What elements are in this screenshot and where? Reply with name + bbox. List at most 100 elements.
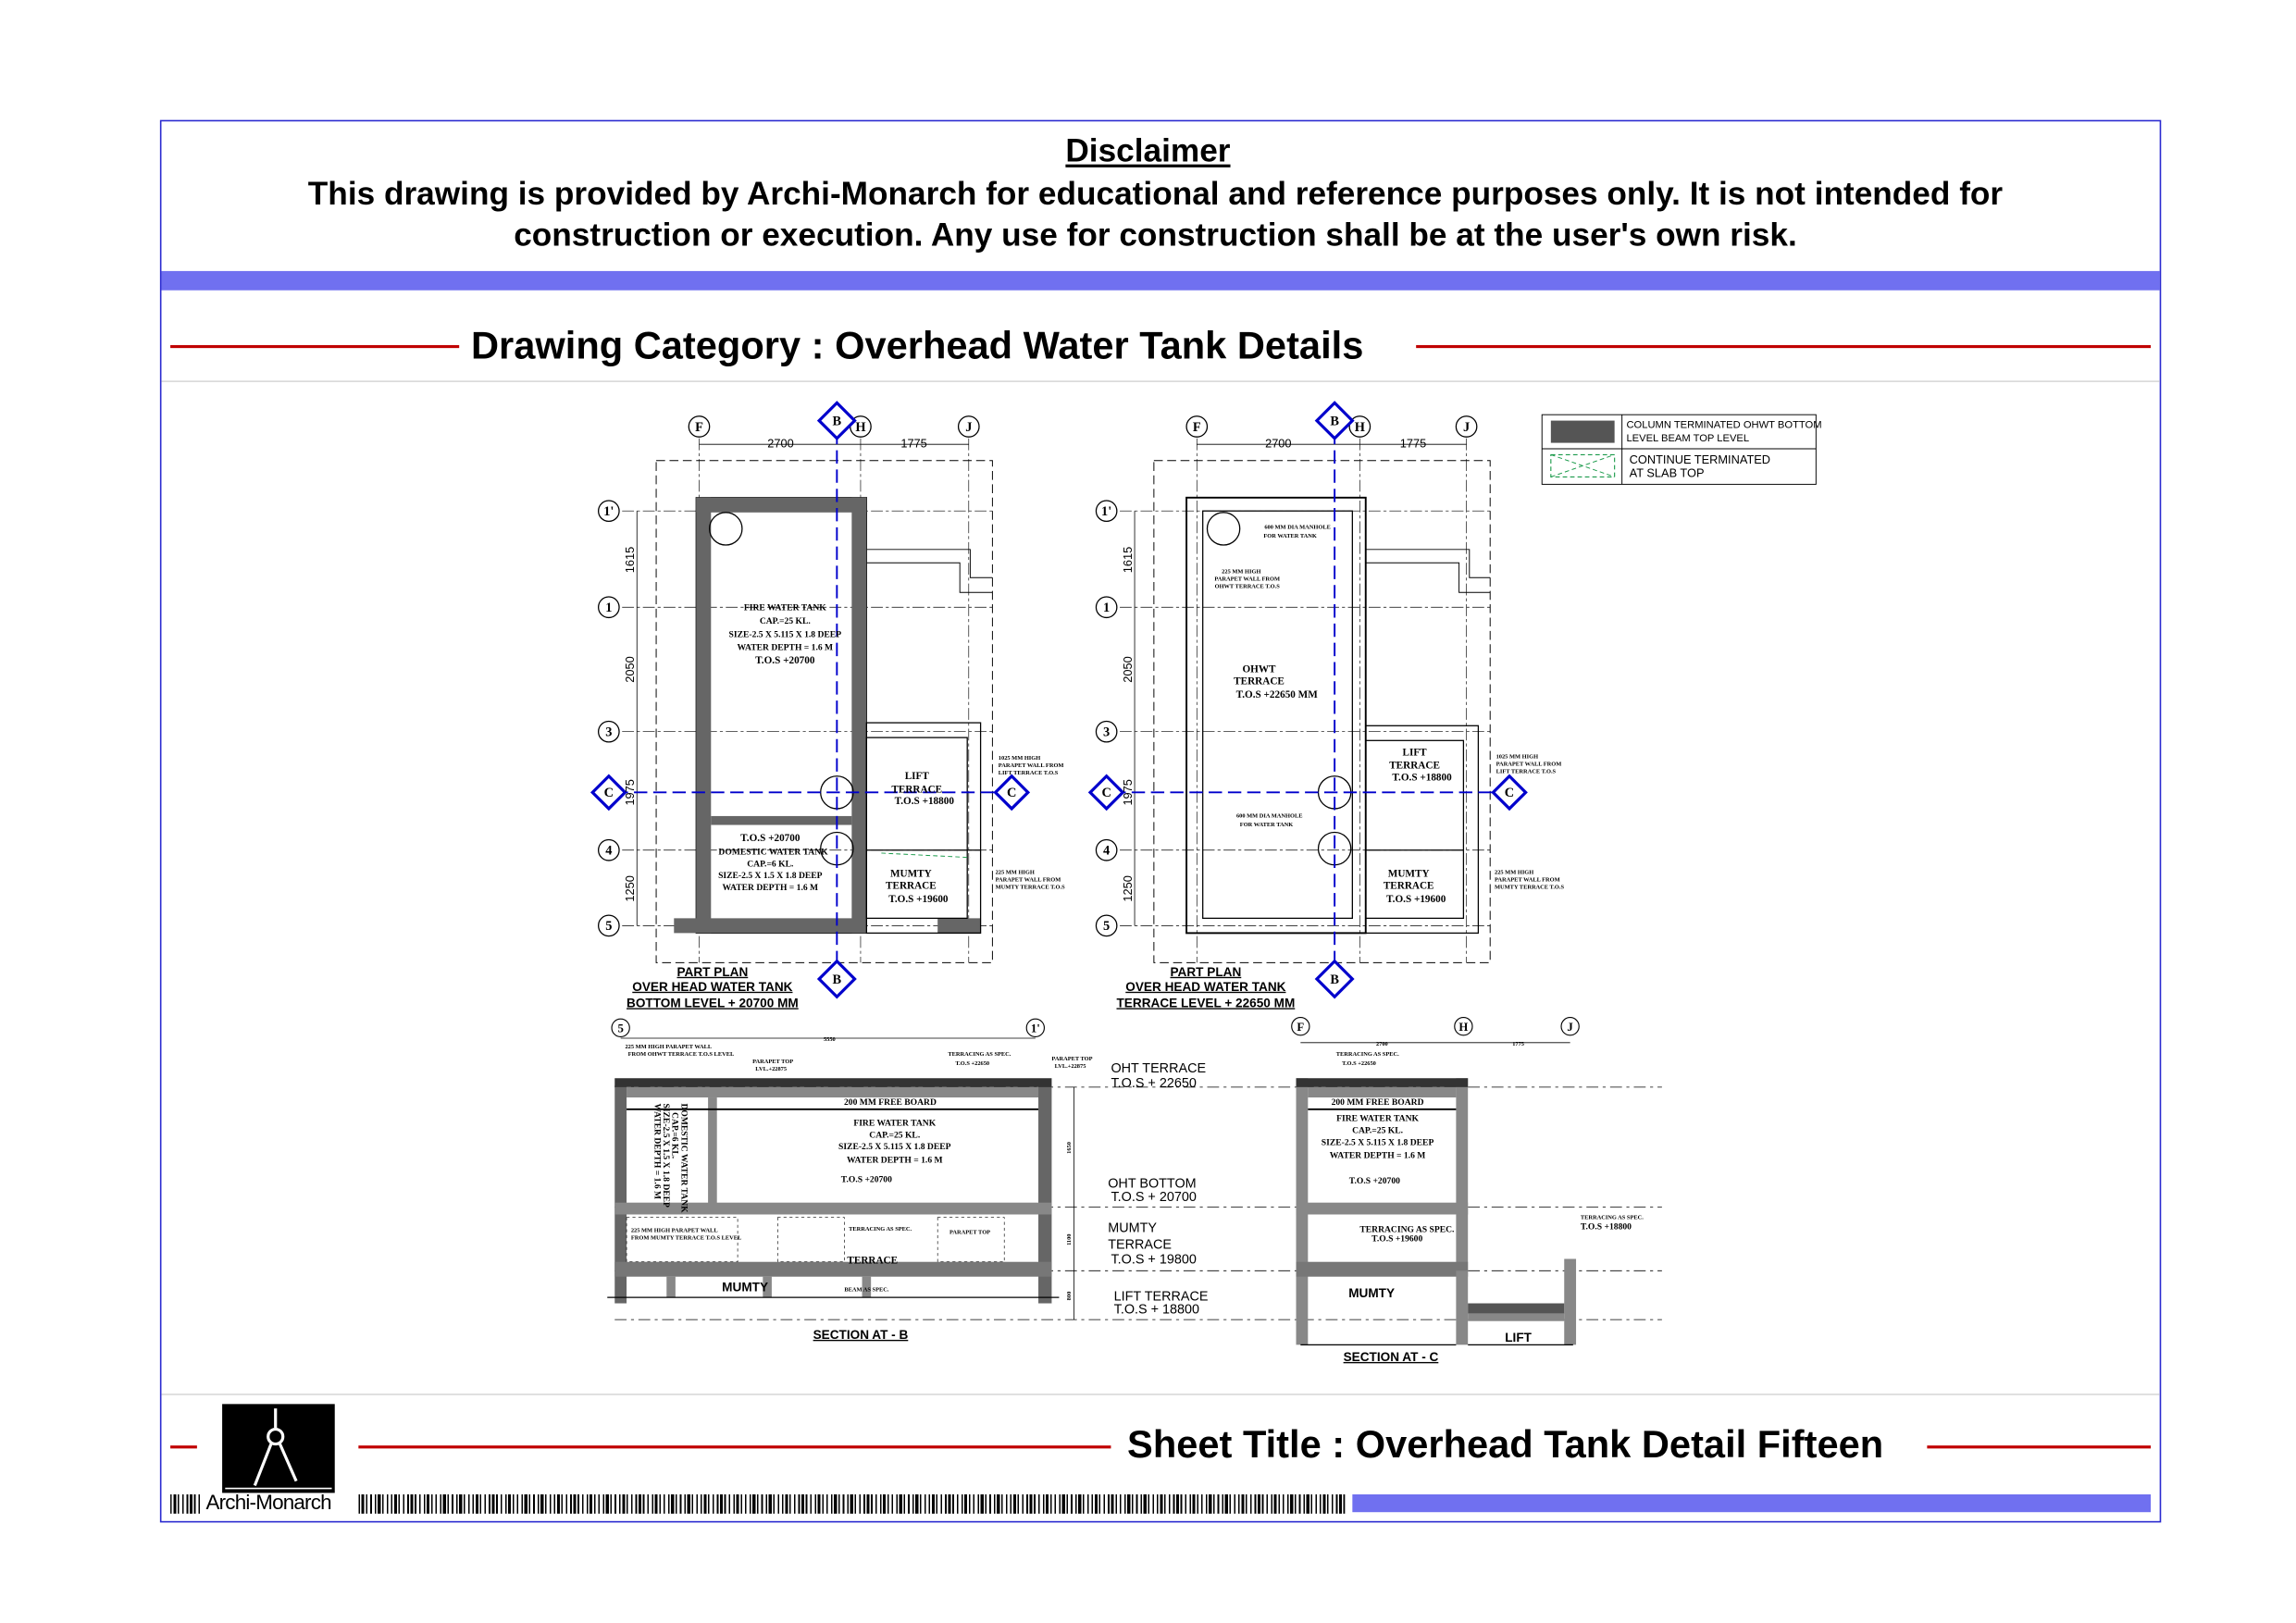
svg-text:T.O.S +22650: T.O.S +22650 xyxy=(955,1060,989,1067)
legend: COLUMN TERMINATED OHWT BOTTOM LEVEL BEAM… xyxy=(1541,414,1822,485)
svg-text:1975: 1975 xyxy=(1121,779,1135,805)
svg-text:225 MM HIGH: 225 MM HIGH xyxy=(996,869,1035,875)
svg-text:LEVEL BEAM TOP LEVEL: LEVEL BEAM TOP LEVEL xyxy=(1626,433,1749,444)
svg-text:2700: 2700 xyxy=(1376,1041,1388,1047)
plan2-labels: F H J 1' 1 3 4 5 B B C C 2700 1775 1615 … xyxy=(1101,414,1564,1010)
svg-text:TERRACE: TERRACE xyxy=(1234,675,1285,687)
svg-text:200 MM FREE BOARD: 200 MM FREE BOARD xyxy=(1332,1097,1424,1108)
svg-text:4: 4 xyxy=(605,844,612,859)
section-c-marker-icon xyxy=(590,774,627,812)
svg-text:SIZE-2.5 X 1.5 X 1.8 DEEP: SIZE-2.5 X 1.5 X 1.8 DEEP xyxy=(718,871,823,881)
section-c-marker-icon xyxy=(1087,774,1125,812)
svg-text:800: 800 xyxy=(1066,1292,1073,1301)
svg-text:J: J xyxy=(1463,420,1470,435)
svg-text:FROM OHWT TERRACE T.O.S LEVEL: FROM OHWT TERRACE T.O.S LEVEL xyxy=(628,1051,735,1058)
svg-text:2700: 2700 xyxy=(1265,436,1291,450)
svg-text:1775: 1775 xyxy=(900,436,926,450)
svg-text:TERRACE: TERRACE xyxy=(1384,880,1434,891)
svg-text:FROM MUMTY TERRACE T.O.S LEVEL: FROM MUMTY TERRACE T.O.S LEVEL xyxy=(631,1235,741,1242)
svg-text:TERRACE: TERRACE xyxy=(847,1255,898,1266)
svg-text:1250: 1250 xyxy=(1121,875,1135,901)
svg-text:F: F xyxy=(1297,1021,1304,1034)
svg-text:2700: 2700 xyxy=(767,436,793,450)
svg-text:F: F xyxy=(1193,420,1201,435)
svg-text:TERRACE: TERRACE xyxy=(886,880,937,891)
svg-text:SIZE-2.5 X 1.5 X 1.8 DEEP: SIZE-2.5 X 1.5 X 1.8 DEEP xyxy=(661,1103,671,1208)
section-b-labels: 5 1' 5550 1650 1100 800 200 MM FREE BOAR… xyxy=(611,1018,1208,1342)
section-b-marker-icon xyxy=(1314,959,1355,999)
svg-text:WATER DEPTH = 1.6 M: WATER DEPTH = 1.6 M xyxy=(652,1103,662,1199)
disclaimer-title: Disclaimer xyxy=(1065,131,1231,169)
svg-text:TERRACING AS SPEC.: TERRACING AS SPEC. xyxy=(1359,1225,1454,1235)
svg-text:600 MM DIA MANHOLE: 600 MM DIA MANHOLE xyxy=(1236,813,1303,820)
svg-text:OVER HEAD WATER TANK: OVER HEAD WATER TANK xyxy=(1125,980,1285,994)
svg-text:5: 5 xyxy=(605,919,612,934)
svg-text:T.O.S +19600: T.O.S +19600 xyxy=(1386,894,1446,905)
svg-text:T.O.S + 18800: T.O.S + 18800 xyxy=(1114,1303,1199,1318)
section-b xyxy=(607,1037,1662,1320)
svg-text:MUMTY TERRACE T.O.S: MUMTY TERRACE T.O.S xyxy=(996,884,1065,890)
svg-text:SIZE-2.5 X 5.115 X 1.8 DEEP: SIZE-2.5 X 5.115 X 1.8 DEEP xyxy=(838,1142,951,1152)
svg-text:H: H xyxy=(1458,1021,1468,1034)
svg-text:DOMESTIC WATER TANK: DOMESTIC WATER TANK xyxy=(718,848,828,858)
svg-text:1': 1' xyxy=(1101,504,1111,519)
svg-text:LVL.+22875: LVL.+22875 xyxy=(755,1066,787,1072)
svg-text:H: H xyxy=(1355,420,1365,435)
svg-text:T.O.S +18800: T.O.S +18800 xyxy=(1392,773,1452,784)
slab-swatch xyxy=(1550,453,1616,477)
svg-text:BEAM AS SPEC.: BEAM AS SPEC. xyxy=(844,1287,889,1294)
sheet-title: Sheet Title : Overhead Tank Detail Fifte… xyxy=(1127,1421,1884,1467)
svg-text:PARAPET TOP: PARAPET TOP xyxy=(1051,1056,1092,1062)
svg-text:WATER DEPTH = 1.6 M: WATER DEPTH = 1.6 M xyxy=(722,883,818,893)
svg-text:3: 3 xyxy=(605,725,612,739)
svg-text:TERRACING AS SPEC.: TERRACING AS SPEC. xyxy=(948,1051,1011,1058)
svg-text:1250: 1250 xyxy=(623,875,637,901)
svg-text:TERRACE: TERRACE xyxy=(1108,1237,1172,1252)
plan1-grid-bubbles xyxy=(590,401,1031,999)
svg-text:PARAPET TOP: PARAPET TOP xyxy=(949,1229,990,1235)
svg-text:T.O.S +18800: T.O.S +18800 xyxy=(1581,1221,1632,1232)
svg-text:PART PLAN: PART PLAN xyxy=(676,965,748,979)
part-plan-terrace-level xyxy=(1093,411,1523,990)
svg-text:F: F xyxy=(695,420,703,435)
svg-text:T.O.S +22650 MM: T.O.S +22650 MM xyxy=(1236,689,1319,700)
svg-text:2050: 2050 xyxy=(1121,656,1135,682)
svg-text:CAP.=6 KL.: CAP.=6 KL. xyxy=(670,1112,680,1158)
svg-text:FIRE WATER TANK: FIRE WATER TANK xyxy=(1336,1114,1419,1124)
section-c xyxy=(1296,1042,1577,1345)
svg-text:TERRACE: TERRACE xyxy=(891,784,942,795)
column-hatch-swatch xyxy=(1550,420,1615,443)
svg-text:3: 3 xyxy=(1103,725,1110,739)
sheet-frame xyxy=(159,119,2162,1523)
footer-rule-short xyxy=(170,1445,197,1449)
svg-text:OHWT TERRACE T.O.S: OHWT TERRACE T.O.S xyxy=(1215,583,1281,589)
svg-text:T.O.S +20700: T.O.S +20700 xyxy=(740,833,800,844)
svg-text:MUMTY TERRACE T.O.S: MUMTY TERRACE T.O.S xyxy=(1495,884,1564,890)
svg-text:J: J xyxy=(965,420,972,435)
svg-text:T.O.S +19600: T.O.S +19600 xyxy=(888,894,949,905)
section-c-marker-icon xyxy=(1491,774,1528,812)
category-rule-right xyxy=(1416,344,2152,349)
plan1-labels: F H J 1' 1 3 4 5 B B C C 2700 1775 1615 … xyxy=(603,414,1065,1010)
svg-text:MUMTY: MUMTY xyxy=(890,869,932,880)
footer-divider xyxy=(161,1394,2160,1395)
svg-text:CONTINUE TERMINATED: CONTINUE TERMINATED xyxy=(1630,452,1770,466)
section-c-labels: F H J 2700 1775 200 MM FREE BOARD FIRE W… xyxy=(1291,1017,1644,1364)
svg-text:FOR WATER TANK: FOR WATER TANK xyxy=(1240,822,1293,828)
svg-text:PARAPET WALL FROM: PARAPET WALL FROM xyxy=(1214,576,1280,582)
svg-text:T.O.S +20700: T.O.S +20700 xyxy=(755,655,815,666)
svg-text:WATER DEPTH = 1.6 M: WATER DEPTH = 1.6 M xyxy=(1330,1151,1426,1161)
svg-text:1: 1 xyxy=(1103,601,1110,615)
svg-text:T.O.S +19600: T.O.S +19600 xyxy=(1371,1233,1422,1244)
svg-text:200 MM FREE BOARD: 200 MM FREE BOARD xyxy=(844,1097,937,1108)
svg-text:TERRACE: TERRACE xyxy=(1389,761,1440,772)
svg-text:LIFT: LIFT xyxy=(1403,747,1428,758)
svg-text:5: 5 xyxy=(617,1022,623,1035)
footer-rule-left xyxy=(358,1445,1111,1449)
brand-name: Archi-Monarch xyxy=(205,1490,331,1514)
svg-text:C: C xyxy=(604,786,614,800)
manhole-icon xyxy=(709,512,743,546)
svg-text:CAP.=25 KL.: CAP.=25 KL. xyxy=(1352,1125,1403,1135)
svg-text:LVL.+22875: LVL.+22875 xyxy=(1055,1063,1086,1070)
